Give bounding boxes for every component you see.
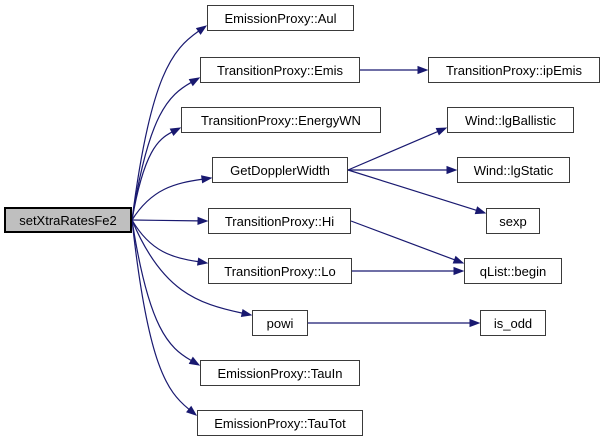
node-setxtraratesfe2: setXtraRatesFe2 xyxy=(4,207,132,233)
node-qlist-begin[interactable]: qList::begin xyxy=(464,258,562,284)
node-emissionproxy-tautot[interactable]: EmissionProxy::TauTot xyxy=(197,410,363,436)
node-wind-lgstatic[interactable]: Wind::lgStatic xyxy=(457,157,570,183)
node-transitionproxy-lo[interactable]: TransitionProxy::Lo xyxy=(208,258,352,284)
node-emissionproxy-aul[interactable]: EmissionProxy::Aul xyxy=(207,5,354,31)
node-transitionproxy-hi[interactable]: TransitionProxy::Hi xyxy=(208,208,351,234)
node-powi[interactable]: powi xyxy=(252,310,308,336)
node-sexp[interactable]: sexp xyxy=(486,208,540,234)
node-transitionproxy-energywn[interactable]: TransitionProxy::EnergyWN xyxy=(181,107,381,133)
node-is-odd[interactable]: is_odd xyxy=(480,310,546,336)
node-getdopplerwidth[interactable]: GetDopplerWidth xyxy=(212,157,348,183)
node-transitionproxy-ipemis[interactable]: TransitionProxy::ipEmis xyxy=(428,57,600,83)
node-emissionproxy-tauin[interactable]: EmissionProxy::TauIn xyxy=(200,360,360,386)
node-transitionproxy-emis[interactable]: TransitionProxy::Emis xyxy=(200,57,360,83)
node-wind-lgballistic[interactable]: Wind::lgBallistic xyxy=(447,107,574,133)
